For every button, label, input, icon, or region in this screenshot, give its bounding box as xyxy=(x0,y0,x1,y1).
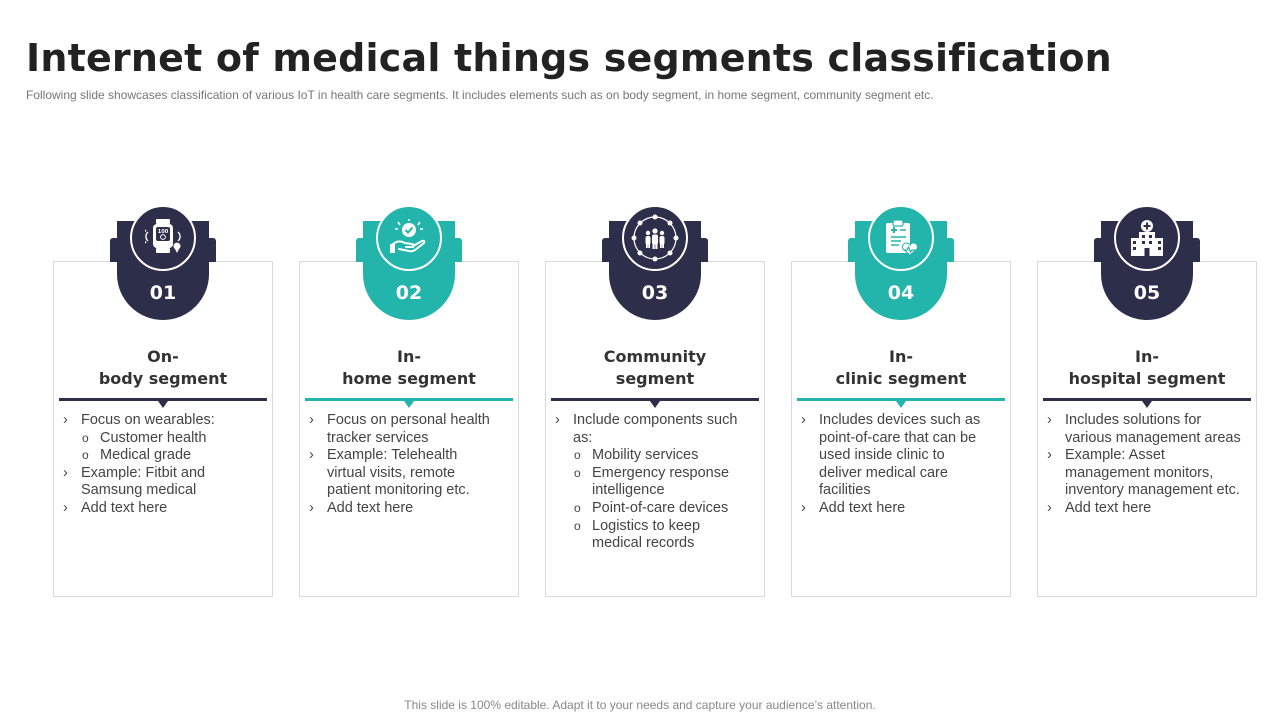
bullet-item: o Medical grade xyxy=(61,447,251,465)
bullet-text: Add text here xyxy=(819,499,906,516)
icon-circle xyxy=(376,205,442,271)
divider-pointer xyxy=(650,401,660,408)
icon-circle xyxy=(868,205,934,271)
bullet-item: › Example: Fitbit and Samsung medical xyxy=(61,465,251,500)
circle-bullet-icon: o xyxy=(574,518,581,533)
segment-number: 05 xyxy=(1133,282,1161,304)
icon-circle: 100 xyxy=(130,205,196,271)
bullet-item: o Emergency response intelligence xyxy=(553,465,753,500)
bullet-text: Medical grade xyxy=(100,447,192,464)
circle-bullet-icon: o xyxy=(574,465,581,480)
community-group-icon xyxy=(629,212,681,264)
bullet-item: › Includes devices such as point-of-care … xyxy=(799,412,989,500)
heading-divider xyxy=(305,398,513,401)
segment-heading: Community segment xyxy=(603,347,707,388)
bullet-item: o Mobility services xyxy=(553,447,753,465)
bullet-item: › Add text here xyxy=(307,500,497,518)
bullet-item: › Example: Asset management monitors, inv… xyxy=(1045,447,1245,500)
hospital-building-icon xyxy=(1130,219,1164,257)
icon-circle xyxy=(1114,205,1180,271)
slide-subtitle: Following slide showcases classification… xyxy=(26,88,934,102)
bullet-text: Example: Asset management monitors, inve… xyxy=(1065,447,1240,499)
bullet-item: o Customer health xyxy=(61,430,251,448)
bullet-text: Logistics to keep medical records xyxy=(592,517,701,552)
circle-bullet-icon: o xyxy=(574,500,581,515)
segment-heading: In- home segment xyxy=(342,347,476,388)
svg-text:100: 100 xyxy=(158,229,169,235)
segment-number: 04 xyxy=(887,282,915,304)
chevron-bullet-icon: › xyxy=(801,412,806,428)
bullet-text: Mobility services xyxy=(592,447,699,464)
bullet-text: Focus on wearables: xyxy=(81,412,215,428)
health-care-hand-icon xyxy=(390,219,428,257)
bullet-item: › Focus on wearables: xyxy=(61,412,251,430)
segment-bullets: › Include components such as: o Mobility se… xyxy=(553,412,753,553)
bullet-text: Include components such as: xyxy=(573,412,738,446)
chevron-bullet-icon: › xyxy=(63,412,68,428)
heading-divider xyxy=(1043,398,1251,401)
icon-circle xyxy=(622,205,688,271)
chevron-bullet-icon: › xyxy=(801,499,806,516)
segment-bullets: › Includes solutions for various manageme… xyxy=(1045,412,1245,518)
chevron-bullet-icon: › xyxy=(309,447,314,464)
bullet-text: Example: Telehealth virtual visits, remo… xyxy=(327,447,470,499)
bullet-item: o Point-of-care devices xyxy=(553,500,753,518)
bullet-text: Example: Fitbit and Samsung medical xyxy=(81,464,206,499)
bullet-text: Includes solutions for various managemen… xyxy=(1065,412,1241,446)
segment-bullets: › Focus on personal health tracker servic… xyxy=(307,412,497,518)
segment-number: 01 xyxy=(149,282,177,304)
heading-divider xyxy=(59,398,267,401)
bullet-item: › Focus on personal health tracker servic… xyxy=(307,412,497,447)
divider-pointer xyxy=(896,401,906,408)
chevron-bullet-icon: › xyxy=(1047,447,1052,464)
slide-title: Internet of medical things segments clas… xyxy=(26,36,1112,80)
bullet-text: Customer health xyxy=(100,429,207,446)
slide-footer: This slide is 100% editable. Adapt it to… xyxy=(404,698,876,712)
heading-divider xyxy=(551,398,759,401)
chevron-bullet-icon: › xyxy=(1047,412,1052,428)
bullet-item: › Add text here xyxy=(799,500,989,518)
circle-bullet-icon: o xyxy=(574,448,581,463)
divider-pointer xyxy=(158,401,168,408)
medical-clipboard-icon xyxy=(883,219,919,257)
heading-divider xyxy=(797,398,1005,401)
circle-bullet-icon: o xyxy=(82,430,89,445)
bullet-item: › Includes solutions for various manageme… xyxy=(1045,412,1245,447)
segment-heading: On- body segment xyxy=(98,347,228,388)
divider-pointer xyxy=(404,401,414,408)
bullet-text: Add text here xyxy=(327,499,414,516)
chevron-bullet-icon: › xyxy=(309,412,314,428)
segment-heading: In- clinic segment xyxy=(835,347,967,388)
bullet-item: › Add text here xyxy=(1045,500,1245,518)
chevron-bullet-icon: › xyxy=(63,499,68,516)
segment-number: 02 xyxy=(395,282,423,304)
bullet-text: Emergency response intelligence xyxy=(592,464,730,499)
circle-bullet-icon: o xyxy=(82,448,89,463)
wearable-device-icon: 100 xyxy=(145,218,181,258)
bullet-item: o Logistics to keep medical records xyxy=(553,518,753,553)
divider-pointer xyxy=(1142,401,1152,408)
bullet-text: Point-of-care devices xyxy=(592,499,729,516)
bullet-item: › Add text here xyxy=(61,500,251,518)
chevron-bullet-icon: › xyxy=(555,412,560,428)
segment-heading: In- hospital segment xyxy=(1068,347,1226,388)
bullet-text: Focus on personal health tracker service… xyxy=(327,412,490,446)
bullet-text: Includes devices such as point-of-care t… xyxy=(819,412,981,499)
chevron-bullet-icon: › xyxy=(1047,499,1052,516)
bullet-item: › Example: Telehealth virtual visits, rem… xyxy=(307,447,497,500)
chevron-bullet-icon: › xyxy=(63,464,68,481)
bullet-text: Add text here xyxy=(81,499,168,516)
bullet-text: Add text here xyxy=(1065,499,1152,516)
chevron-bullet-icon: › xyxy=(309,499,314,516)
segment-bullets: › Includes devices such as point-of-care … xyxy=(799,412,989,518)
bullet-item: › Include components such as: xyxy=(553,412,753,447)
segment-number: 03 xyxy=(641,282,669,304)
